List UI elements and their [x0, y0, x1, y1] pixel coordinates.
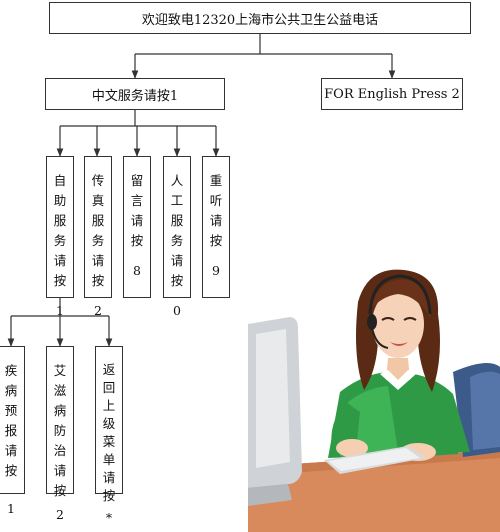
node-char: 按 [4, 463, 18, 478]
node-char: 治 [53, 443, 67, 458]
node-char: 助 [53, 193, 67, 208]
manual-service-node: 人 工 服 务 请 按 0 [163, 156, 191, 318]
node-code: 2 [56, 507, 64, 522]
node-char: 请 [170, 253, 184, 268]
node-char: 回 [102, 380, 116, 395]
node-char: 真 [91, 193, 105, 208]
node-code: 9 [212, 263, 220, 278]
node-char: 请 [91, 253, 105, 268]
node-char: 服 [53, 213, 67, 228]
node-code: 0 [173, 303, 181, 318]
node-char: 听 [209, 193, 223, 208]
node-char: 按 [102, 488, 116, 503]
node-char: 报 [4, 423, 18, 438]
node-char: 按 [209, 233, 223, 248]
return-menu-node: 返 回 上 级 菜 单 请 按 * [95, 346, 123, 525]
node-char: 务 [53, 233, 67, 248]
node-char: 传 [91, 173, 105, 188]
node-char: 服 [170, 213, 184, 228]
english-service-label: FOR English Press 2 [324, 86, 460, 102]
node-char: 服 [91, 213, 105, 228]
node-char: 务 [170, 233, 184, 248]
node-char: 按 [53, 483, 67, 498]
node-char: 留 [130, 173, 144, 188]
node-char: 人 [170, 173, 184, 188]
node-char: 艾 [53, 363, 67, 378]
node-char: 请 [53, 463, 67, 478]
english-service-node: FOR English Press 2 [321, 78, 463, 110]
node-char: 按 [130, 233, 144, 248]
fax-service-node: 传 真 服 务 请 按 2 [84, 156, 112, 318]
node-char: 菜 [102, 434, 116, 449]
node-char: 病 [4, 383, 18, 398]
aids-prevention-node: 艾 滋 病 防 治 请 按 2 [46, 346, 74, 522]
node-code: * [105, 510, 113, 525]
node-char: 工 [170, 193, 184, 208]
operator-illustration [248, 269, 500, 532]
node-char: 上 [102, 398, 116, 413]
node-code: 1 [7, 501, 15, 516]
node-char: 重 [209, 173, 223, 188]
node-char: 请 [209, 213, 223, 228]
node-char: 言 [130, 193, 144, 208]
node-char: 疾 [4, 363, 18, 378]
node-char: 滋 [53, 383, 67, 398]
disease-forecast-node: 疾 病 预 报 请 按 1 [0, 346, 25, 516]
leave-message-node: 留 言 请 按 8 [123, 156, 151, 298]
node-char: 级 [102, 416, 116, 431]
chinese-service-label: 中文服务请按1 [91, 88, 179, 104]
node-char: 预 [4, 403, 18, 418]
node-code: 1 [56, 303, 64, 318]
node-code: 2 [94, 303, 102, 318]
root-label: 欢迎致电12320上海市公共卫生公益电话 [141, 12, 379, 28]
node-char: 返 [102, 362, 116, 377]
headset-icon [368, 274, 432, 315]
node-char: 务 [91, 233, 105, 248]
node-char: 请 [102, 470, 116, 485]
self-service-node: 自 助 服 务 请 按 1 [46, 156, 74, 318]
node-char: 请 [53, 253, 67, 268]
node-char: 请 [130, 213, 144, 228]
operator-face [372, 290, 424, 358]
node-char: 按 [170, 273, 184, 288]
node-code: 8 [133, 263, 141, 278]
node-char: 病 [53, 403, 67, 418]
root-node: 欢迎致电12320上海市公共卫生公益电话 [49, 2, 471, 34]
node-char: 请 [4, 443, 18, 458]
chinese-service-node: 中文服务请按1 [45, 78, 225, 110]
repeat-node: 重 听 请 按 9 [202, 156, 230, 298]
node-char: 按 [91, 273, 105, 288]
node-char: 自 [53, 173, 67, 188]
node-char: 按 [53, 273, 67, 288]
node-char: 单 [102, 452, 116, 467]
node-char: 防 [53, 423, 67, 438]
